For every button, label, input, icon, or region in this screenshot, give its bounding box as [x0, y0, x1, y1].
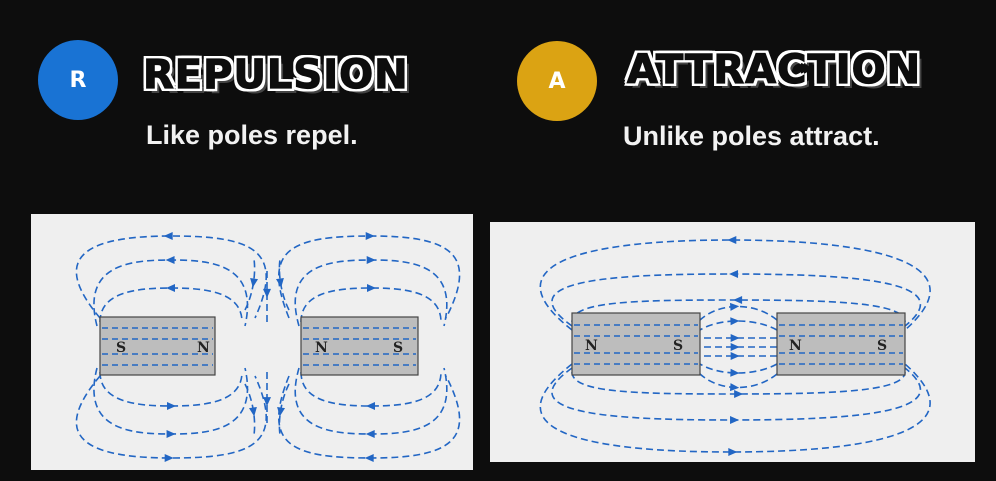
field-line [75, 375, 267, 459]
field-line-arrow-icon [727, 236, 737, 245]
pole-label-left: N [585, 338, 598, 354]
magnet-inner-lines [303, 327, 416, 366]
pole-label-left: S [116, 340, 126, 356]
field-line-arrow-icon [734, 389, 744, 398]
field-line-arrow-icon [164, 453, 174, 462]
field-line-arrow-icon [365, 429, 375, 438]
repulsion-field-svg: S N N S [75, 231, 461, 462]
field-line-arrow-icon [366, 401, 376, 410]
pole-label-left: N [789, 338, 802, 354]
field-line-arrow-icon [364, 453, 374, 462]
field-line [699, 305, 778, 321]
pole-label-right: S [877, 338, 887, 354]
repulsion-title: REPULSION [142, 51, 409, 98]
field-line [75, 235, 267, 319]
field-line-arrow-icon [729, 383, 740, 392]
field-line-arrow-icon [730, 334, 740, 342]
repulsion-diagram: S N N S [31, 214, 473, 470]
field-line [99, 287, 243, 323]
attraction-magnet-left: N S [571, 312, 701, 376]
attraction-badge-letter: A [548, 68, 566, 94]
field-line [571, 371, 906, 395]
repulsion-subtitle: Like poles repel. [146, 120, 358, 150]
field-line [699, 320, 778, 331]
field-line-arrow-icon [729, 302, 740, 311]
pole-label-left: N [315, 340, 328, 356]
field-line [539, 363, 931, 453]
field-line-arrow-icon [277, 406, 286, 417]
attraction-field-lines [539, 236, 931, 457]
field-line-arrow-icon [263, 397, 271, 407]
field-line [93, 367, 249, 435]
field-line-arrow-icon [730, 317, 740, 326]
attraction-subtitle: Unlike poles attract. [623, 121, 880, 151]
attraction-magnet-right: N S [776, 312, 906, 376]
repulsion-field-lines [75, 231, 461, 462]
field-line-arrow-icon [163, 231, 173, 240]
field-line [93, 259, 249, 327]
repulsion-magnet-left: S N [99, 316, 216, 376]
field-line [99, 371, 243, 407]
magnet-inner-lines [102, 327, 213, 366]
repulsion-badge-letter: R [69, 67, 87, 93]
field-line-arrow-icon [730, 368, 740, 377]
attraction-field-svg: N S N S [539, 236, 931, 457]
field-line [300, 287, 442, 323]
pole-label-right: S [673, 338, 683, 354]
field-line-arrow-icon [275, 278, 284, 288]
field-line-arrow-icon [366, 255, 376, 264]
field-line [699, 373, 778, 389]
attraction-title: ATTRACTION [626, 46, 922, 93]
field-line-arrow-icon [165, 284, 176, 293]
field-line-arrow-icon [166, 430, 176, 439]
field-line-arrow-icon [166, 402, 176, 411]
field-line-arrow-icon [730, 352, 740, 360]
field-line [294, 259, 448, 327]
field-line-arrow-icon [729, 270, 739, 279]
field-line-arrow-icon [165, 256, 175, 265]
attraction-diagram: N S N S [490, 222, 975, 462]
field-line-arrow-icon [248, 406, 257, 417]
field-line-arrow-icon [728, 448, 738, 457]
field-line-arrow-icon [366, 283, 376, 292]
field-line [699, 363, 778, 374]
pole-label-right: N [197, 340, 210, 356]
field-line [571, 299, 906, 323]
pole-label-right: S [393, 340, 403, 356]
field-line-arrow-icon [365, 232, 375, 241]
repulsion-badge: R [38, 40, 118, 120]
attraction-badge: A [517, 41, 597, 121]
field-line [300, 371, 442, 407]
field-line-arrow-icon [250, 278, 259, 288]
field-line-arrow-icon [730, 415, 740, 424]
field-line [294, 367, 448, 435]
field-line-arrow-icon [263, 288, 271, 298]
repulsion-magnet-right: N S [300, 316, 419, 376]
field-line-arrow-icon [733, 296, 743, 305]
magnet-inner-lines [779, 324, 903, 365]
magnet-inner-lines [574, 324, 698, 365]
field-line [539, 239, 931, 331]
field-line-arrow-icon [730, 343, 740, 351]
